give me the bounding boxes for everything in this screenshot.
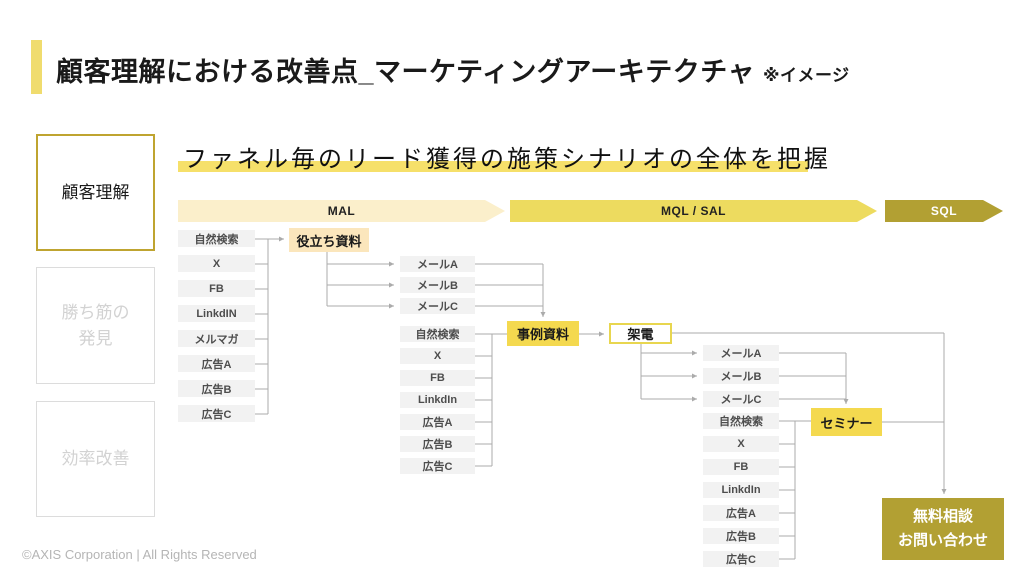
page-title: 顧客理解における改善点_マーケティングアーキテクチャ ※イメージ [56, 50, 850, 89]
email-node: メールA [703, 345, 779, 361]
seminar-box: セミナー [811, 408, 882, 436]
email-node: メールC [703, 391, 779, 407]
channel-node: 自然検索 [400, 326, 475, 342]
channel-node: FB [703, 459, 779, 475]
channel-node: 広告A [703, 505, 779, 521]
email-node: メールA [400, 256, 475, 272]
email-node: メールB [400, 277, 475, 293]
channel-node: 広告C [400, 458, 475, 474]
funnel-stage-mal: MAL [178, 200, 505, 222]
channel-node: 広告C [703, 551, 779, 567]
channel-node: 自然検索 [178, 230, 255, 247]
sidebar-step-customer-understanding: 顧客理解 [36, 134, 155, 251]
sidebar-step-efficiency: 効率改善 [36, 401, 155, 517]
email-list-1: メールA メールB メールC [400, 256, 475, 314]
funnel-stage-mql-sal: MQL / SAL [510, 200, 877, 222]
channel-node: FB [400, 370, 475, 386]
sidebar-step-label: 顧客理解 [61, 182, 130, 202]
lead-magnet-box: 役立ち資料 [289, 228, 369, 252]
copyright-footer: ©AXIS Corporation | All Rights Reserved [22, 547, 257, 562]
channel-list-3: 自然検索 X FB LinkdIn 広告A 広告B 広告C [703, 413, 779, 567]
call-box: 架電 [609, 323, 672, 344]
channel-node: X [703, 436, 779, 452]
email-node: メールC [400, 298, 475, 314]
channel-node: 自然検索 [703, 413, 779, 429]
channel-node: 広告A [178, 355, 255, 372]
channel-node: LinkdIn [400, 392, 475, 408]
sidebar-step-label: 勝ち筋の 発見 [61, 303, 130, 348]
page-title-note: ※イメージ [762, 66, 850, 85]
email-list-2: メールA メールB メールC [703, 345, 779, 407]
sidebar-step-winning-pattern: 勝ち筋の 発見 [36, 267, 155, 384]
sidebar-step-label: 効率改善 [61, 449, 130, 469]
heading-highlight-bar [178, 161, 808, 172]
funnel-stage-sql: SQL [885, 200, 1003, 222]
channel-node: 広告A [400, 414, 475, 430]
channel-node: FB [178, 280, 255, 297]
case-study-box: 事例資料 [507, 321, 579, 346]
title-accent-bar [31, 40, 42, 94]
channel-node: メルマガ [178, 330, 255, 347]
channel-list-1: 自然検索 X FB LinkdIN メルマガ広告A 広告B 広告C [178, 230, 255, 422]
channel-node: X [178, 255, 255, 272]
section-heading: ファネル毎のリード獲得の施策シナリオの全体を把握 [183, 146, 831, 173]
channel-node: X [400, 348, 475, 364]
channel-node: LinkdIN [178, 305, 255, 322]
channel-node: 広告B [703, 528, 779, 544]
email-node: メールB [703, 368, 779, 384]
channel-node: 広告B [400, 436, 475, 452]
cta-box: 無料相談 お問い合わせ [882, 498, 1004, 560]
channel-node: 広告C [178, 405, 255, 422]
channel-node: LinkdIn [703, 482, 779, 498]
channel-node: 広告B [178, 380, 255, 397]
page-title-text: 顧客理解における改善点_マーケティングアーキテクチャ [56, 57, 755, 87]
channel-list-2: 自然検索 X FB LinkdIn 広告A 広告B 広告C [400, 326, 475, 474]
